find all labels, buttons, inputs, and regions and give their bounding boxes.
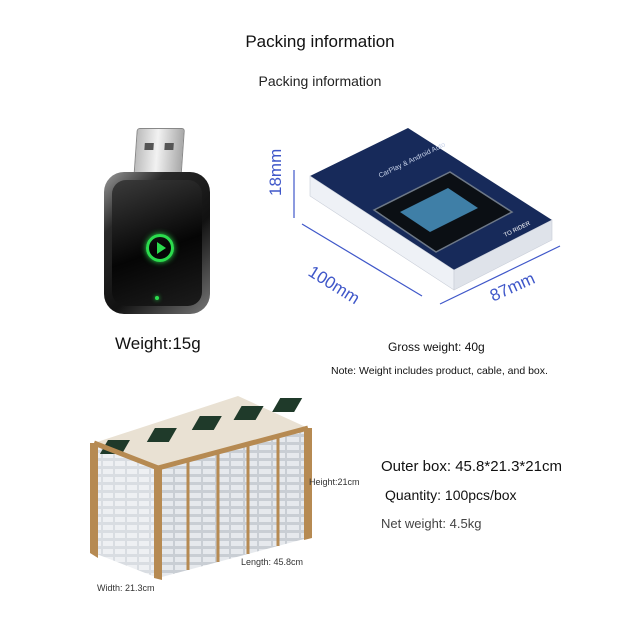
box-side-right: [453, 219, 553, 291]
unit-box: [146, 428, 177, 442]
dimension-height: 18mm: [266, 148, 285, 196]
usb-hole: [164, 143, 174, 150]
dongle-face: [112, 180, 202, 306]
carplay-dongle: [104, 172, 210, 314]
carton-net-weight: Net weight: 4.5kg: [381, 516, 482, 531]
section-subtitle: Packing information: [258, 73, 382, 89]
dim-line-width: [439, 245, 561, 305]
outer-box-size: Outer box: 45.8*21.3*21cm: [381, 458, 562, 475]
status-led: [155, 296, 159, 300]
carton-quantity: Quantity: 100pcs/box: [385, 487, 517, 503]
usb-hole: [144, 143, 154, 150]
carton-dividers: [186, 436, 280, 570]
carton-top-units: [99, 398, 303, 454]
unit-box: [272, 398, 303, 412]
unit-box: [191, 416, 222, 430]
carton-edge-left: [90, 443, 98, 558]
dim-line-length: [301, 223, 423, 297]
carton-edge-corner: [154, 467, 162, 580]
weight-note: Note: Weight includes product, cable, an…: [331, 365, 548, 377]
carton-width-label: Width: 21.3cm: [97, 583, 155, 593]
play-icon: [146, 234, 174, 262]
carton-front: [94, 443, 158, 578]
device-weight: Weight:15g: [115, 334, 201, 353]
carton-side: [158, 428, 308, 578]
unit-box: [233, 406, 264, 420]
carton-height-label: Height:21cm: [309, 477, 360, 487]
screen-map: [400, 188, 478, 232]
carton-length-label: Length: 45.8cm: [241, 557, 304, 567]
gross-weight: Gross weight: 40g: [388, 340, 485, 354]
page-title: Packing information: [245, 32, 395, 51]
carton-edge-right: [304, 428, 312, 540]
shipping-carton: [90, 396, 312, 580]
retail-box: CarPlay & Android Auto TO RIDER: [293, 128, 561, 305]
